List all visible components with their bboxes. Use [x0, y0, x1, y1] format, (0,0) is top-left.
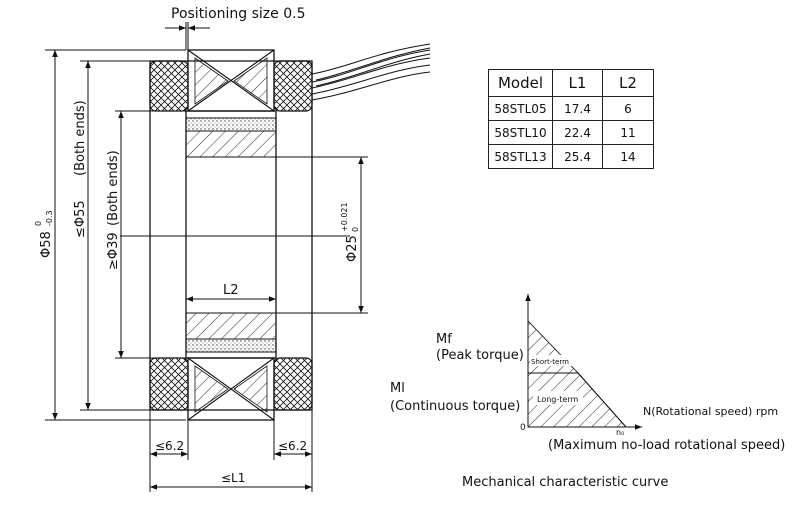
dimensions: Positioning size 0.5 Φ58 0 -0.3 ≤Φ55 (Bo…: [34, 6, 368, 492]
bearing-top: [187, 49, 275, 112]
cell-l1: 17.4: [552, 96, 603, 121]
header-l2: L2: [602, 69, 654, 97]
dim-55-both-ends: (Both ends): [73, 100, 88, 176]
bearing-bottom: [187, 357, 275, 421]
header-l1: L1: [552, 69, 603, 97]
ml-label: Ml: [390, 381, 405, 396]
spec-table-header-row: Model L1 L2: [488, 69, 654, 97]
mf-label: Mf: [436, 332, 452, 347]
dim-left-62: ≤6.2: [155, 439, 184, 453]
dim-right-62: ≤6.2: [278, 439, 307, 453]
dim-outer-label: Φ58: [39, 231, 54, 258]
header-model: Model: [488, 69, 553, 97]
dim-l2-label: L2: [223, 283, 239, 298]
cell-model: 58STL13: [488, 144, 553, 169]
cell-model: 58STL10: [488, 120, 553, 145]
section-view: [120, 43, 431, 421]
table-row: 58STL10 22.4 11: [488, 120, 654, 145]
dim-39-both-ends: (Both ends): [106, 150, 121, 226]
cell-l2: 14: [602, 144, 654, 169]
positioning-label: Positioning size 0.5: [171, 6, 305, 22]
dim-outer-tol-lower: -0.3: [45, 210, 54, 226]
mf-desc: (Peak torque): [436, 348, 524, 363]
cell-model: 58STL05: [488, 96, 553, 121]
dim-bore-tol-lower: 0: [351, 227, 360, 232]
coil-block-top-left: [149, 60, 189, 112]
table-row: 58STL13 25.4 14: [488, 144, 654, 169]
coil-block-top-right: [273, 60, 313, 112]
origin-label: 0: [520, 423, 526, 433]
dim-bore-label: Φ25: [345, 235, 360, 262]
dim-55-label: ≤Φ55: [73, 200, 88, 238]
cell-l1: 25.4: [552, 144, 603, 169]
table-row: 58STL05 17.4 6: [488, 96, 654, 121]
long-term-label: Long-term: [537, 395, 578, 404]
cell-l2: 6: [602, 96, 654, 121]
cell-l2: 11: [602, 120, 654, 145]
coil-block-bottom-left: [149, 357, 189, 411]
n0-label: n₀: [616, 428, 624, 437]
short-term-label: Short-term: [531, 358, 569, 366]
spec-table: Model L1 L2 58STL05 17.4 6 58STL10 22.4 …: [488, 69, 654, 169]
coil-block-bottom-right: [273, 357, 313, 411]
max-speed-label: (Maximum no-load rotational speed): [548, 438, 785, 453]
characteristic-curve: Short-term Long-term 0 n₀ Mf (Peak torqu…: [390, 294, 785, 490]
dim-bore-tol-upper: +0.021: [340, 202, 349, 232]
ml-desc: (Continuous torque): [390, 399, 520, 414]
dim-outer-tol-upper: 0: [34, 221, 43, 226]
x-axis-label: N(Rotational speed) rpm: [643, 405, 778, 418]
dim-39-label: ≥Φ39: [106, 232, 121, 270]
cell-l1: 22.4: [552, 120, 603, 145]
dim-l1: ≤L1: [221, 471, 245, 485]
curve-caption: Mechanical characteristic curve: [462, 475, 668, 490]
